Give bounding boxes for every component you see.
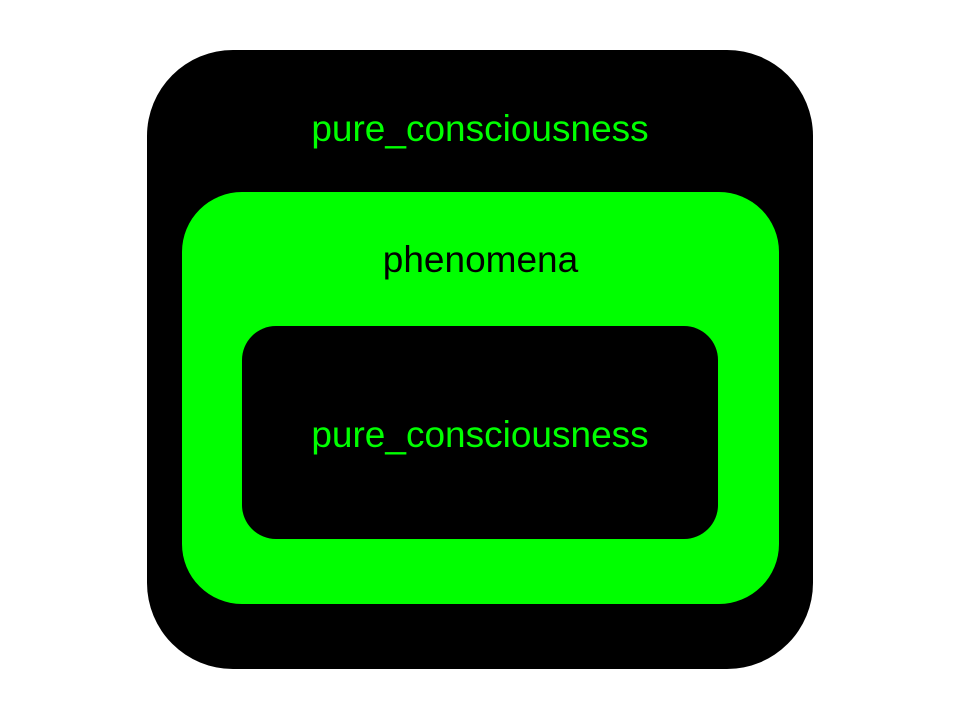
inner-box-label: pure_consciousness bbox=[311, 414, 649, 455]
outer-box-label: pure_consciousness bbox=[311, 108, 649, 149]
middle-box-label: phenomena bbox=[382, 239, 579, 280]
inner-box: pure_consciousness bbox=[242, 326, 718, 539]
